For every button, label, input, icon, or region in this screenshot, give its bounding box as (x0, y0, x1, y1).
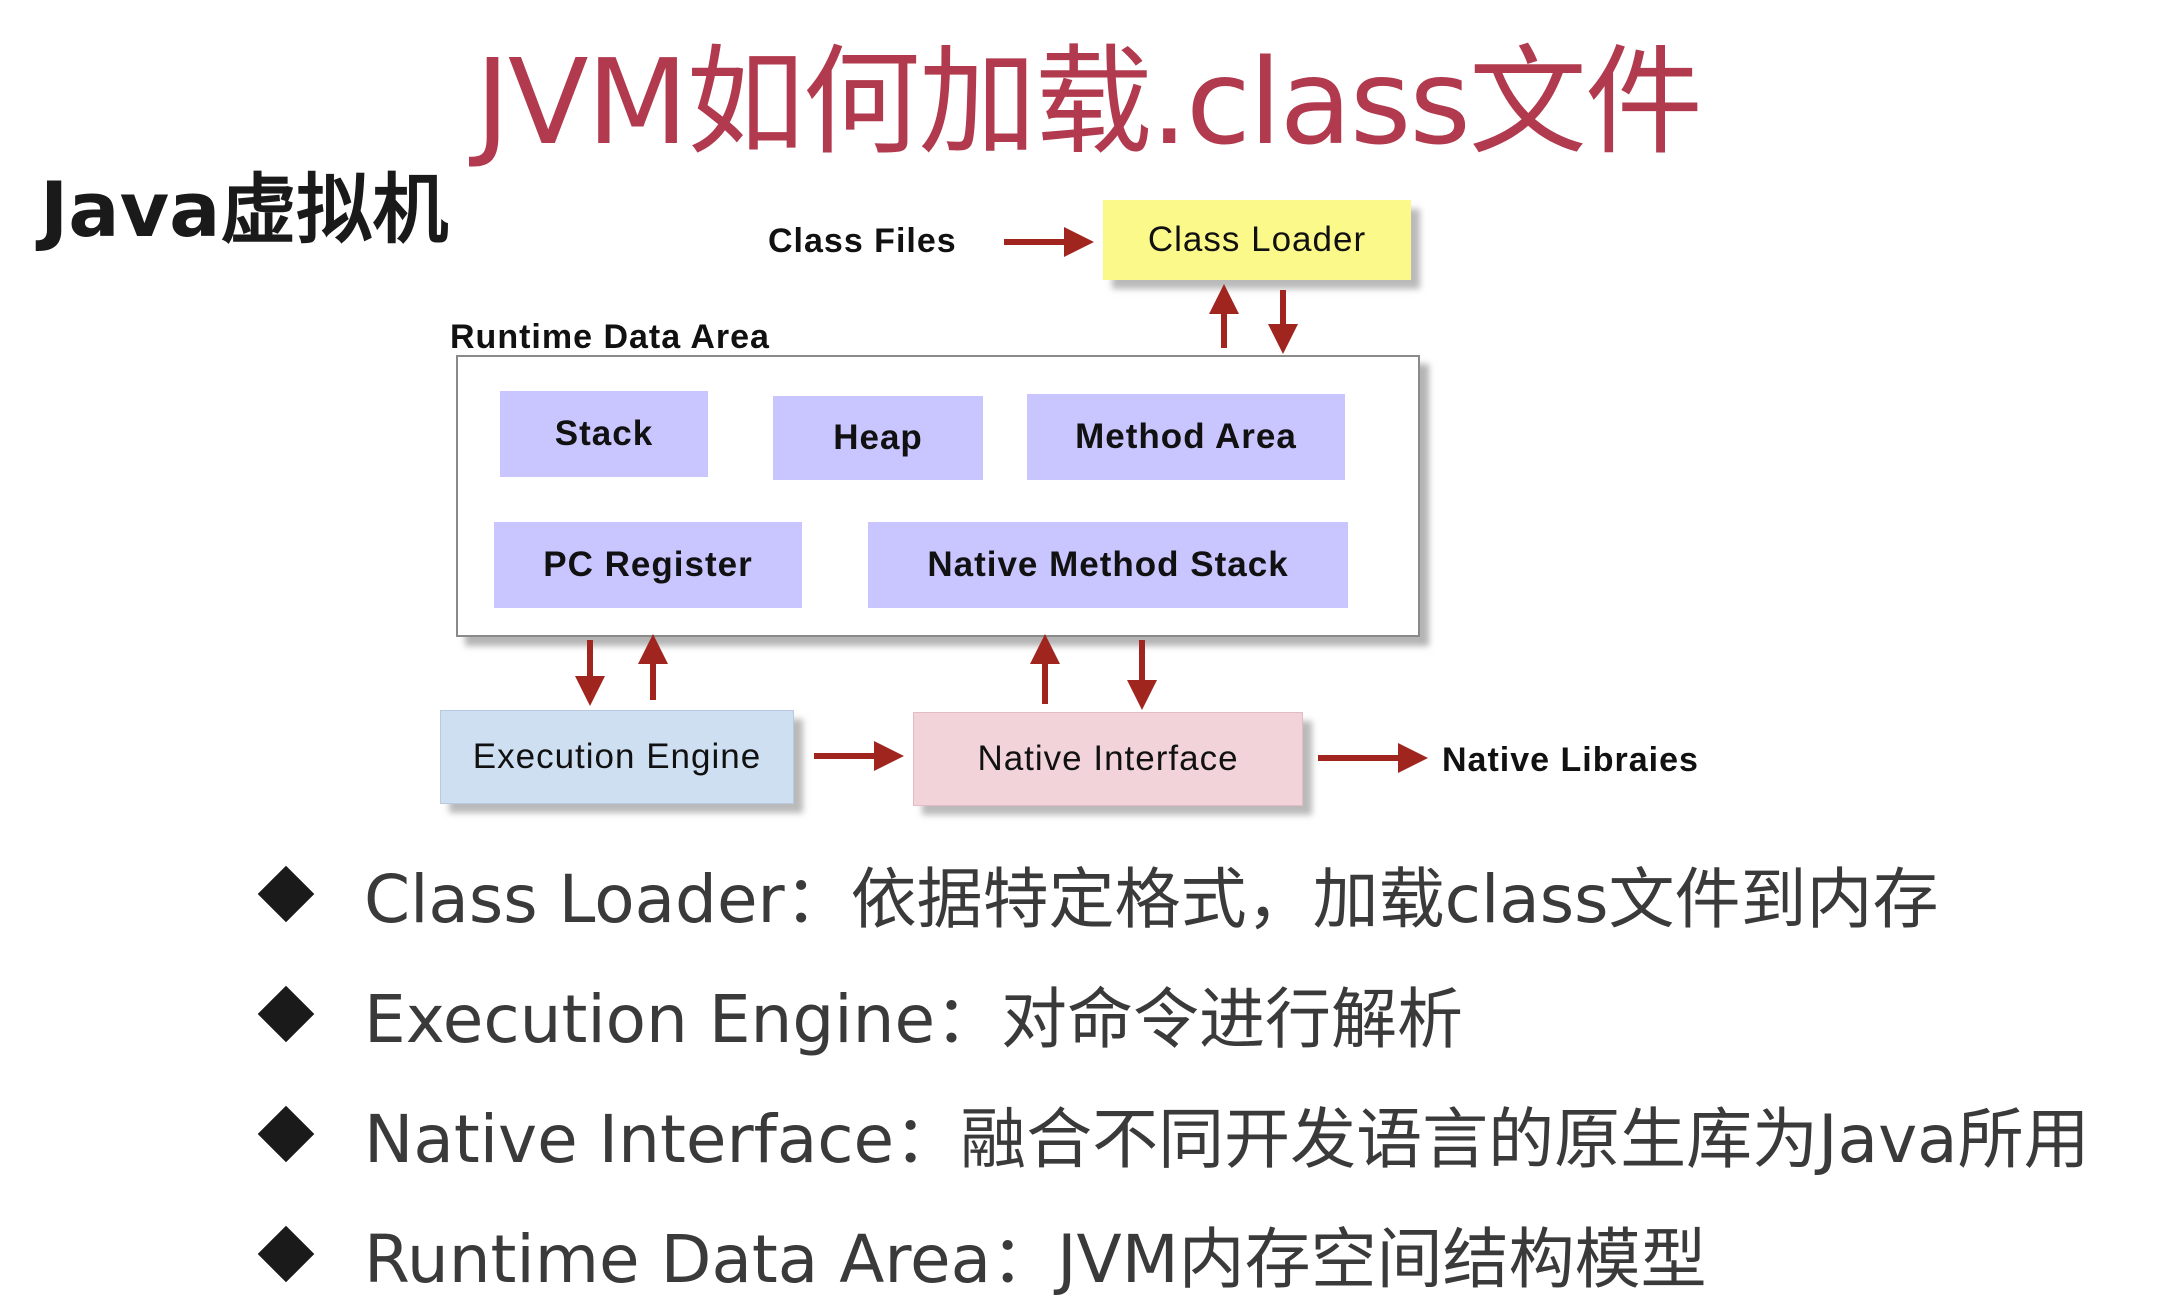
diamond-bullet-icon (257, 1225, 315, 1283)
page-subtitle: Java虚拟机 (40, 165, 449, 254)
diamond-bullet-icon (257, 1105, 315, 1163)
diamond-bullet-icon (257, 865, 315, 923)
pc-register-box: PC Register (494, 522, 802, 608)
method-area-box: Method Area (1027, 394, 1345, 480)
stack-box: Stack (500, 391, 708, 477)
bullet-item: Class Loader：依据特定格式，加载class文件到内存 (252, 846, 1939, 942)
bullet-text: Runtime Data Area：JVM内存空间结构模型 (364, 1221, 1707, 1298)
diamond-bullet-icon (257, 985, 315, 1043)
class-files-label: Class Files (768, 222, 957, 260)
class-loader-box: Class Loader (1103, 200, 1411, 280)
bullet-item: Execution Engine：对命令进行解析 (252, 966, 1463, 1062)
bullet-text: Native Interface：融合不同开发语言的原生库为Java所用 (364, 1101, 2090, 1178)
bullet-text: Class Loader：依据特定格式，加载class文件到内存 (364, 861, 1939, 938)
bullet-item: Runtime Data Area：JVM内存空间结构模型 (252, 1206, 1707, 1302)
bullet-item: Native Interface：融合不同开发语言的原生库为Java所用 (252, 1086, 2090, 1182)
heap-box: Heap (773, 396, 983, 480)
bullet-text: Execution Engine：对命令进行解析 (364, 981, 1464, 1058)
page-title: JVM如何加载.class文件 (475, 33, 1703, 171)
runtime-data-area-label: Runtime Data Area (450, 318, 770, 356)
native-interface-box: Native Interface (913, 712, 1303, 806)
native-method-stack-box: Native Method Stack (868, 522, 1348, 608)
execution-engine-box: Execution Engine (440, 710, 794, 804)
native-libraries-label: Native Libraies (1442, 741, 1699, 779)
